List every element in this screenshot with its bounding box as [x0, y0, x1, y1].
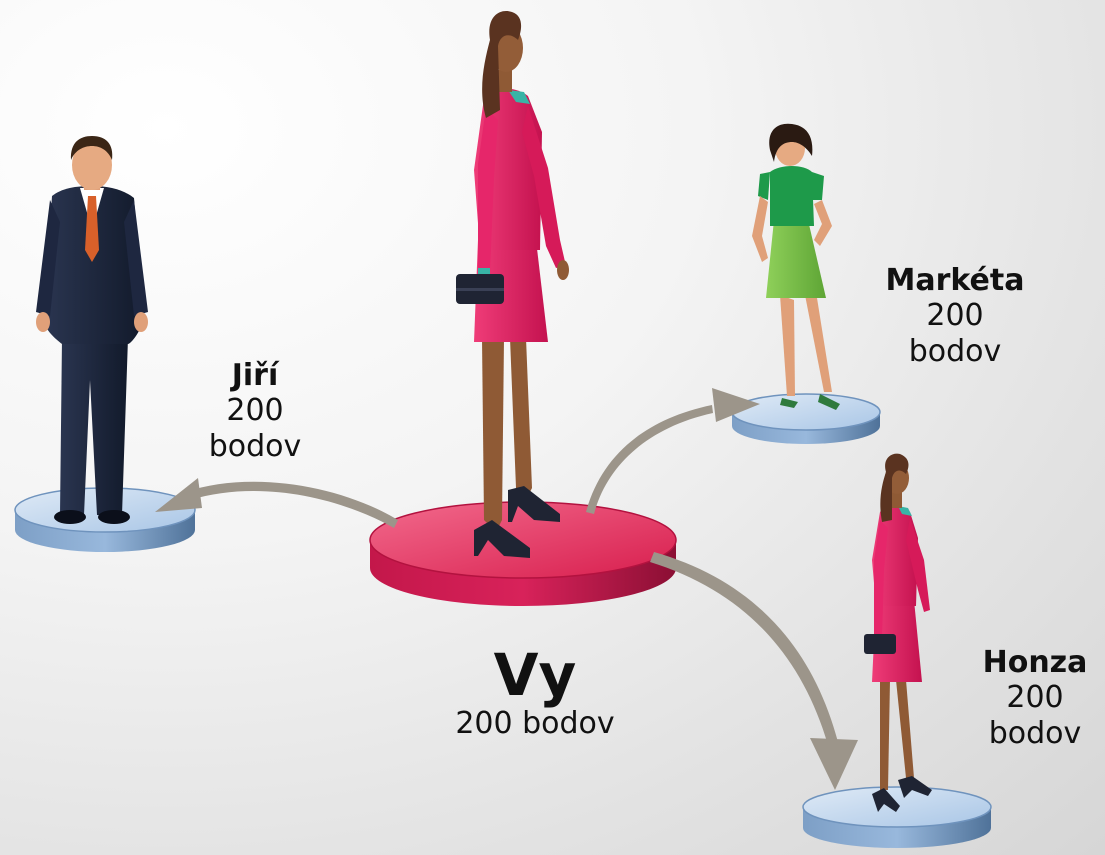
person-label-you: Vy 200 bodov: [400, 645, 670, 741]
person-you-figure: [456, 11, 569, 558]
person-points-unit-honza: bodov: [988, 715, 1082, 751]
person-points-marketa: 200: [926, 298, 984, 334]
person-points-you: 200 bodov: [455, 705, 615, 741]
platform-marketa: [731, 393, 881, 444]
person-jiri-figure: [36, 136, 148, 524]
person-points-jiri: 200: [226, 393, 284, 429]
platform-you: [369, 501, 677, 606]
person-name-you: Vy: [493, 641, 577, 709]
person-honza-figure: [864, 453, 932, 812]
arrow-to-honza: [650, 552, 858, 790]
arrow-to-marketa: [586, 388, 760, 514]
person-name-marketa: Markéta: [885, 263, 1025, 298]
person-name-honza: Honza: [982, 645, 1088, 680]
arrow-to-jiri: [155, 478, 398, 528]
person-marketa-figure: [752, 123, 840, 410]
person-points-unit-jiri: bodov: [208, 428, 302, 464]
platform-honza: [802, 786, 992, 848]
person-name-jiri: Jiří: [231, 358, 279, 393]
person-label-jiri: Jiří 200 bodov: [190, 358, 320, 464]
person-label-honza: Honza 200 bodov: [965, 645, 1105, 751]
person-label-marketa: Markéta 200 bodov: [860, 263, 1050, 369]
person-points-honza: 200: [1006, 680, 1064, 716]
person-points-unit-marketa: bodov: [908, 333, 1002, 369]
